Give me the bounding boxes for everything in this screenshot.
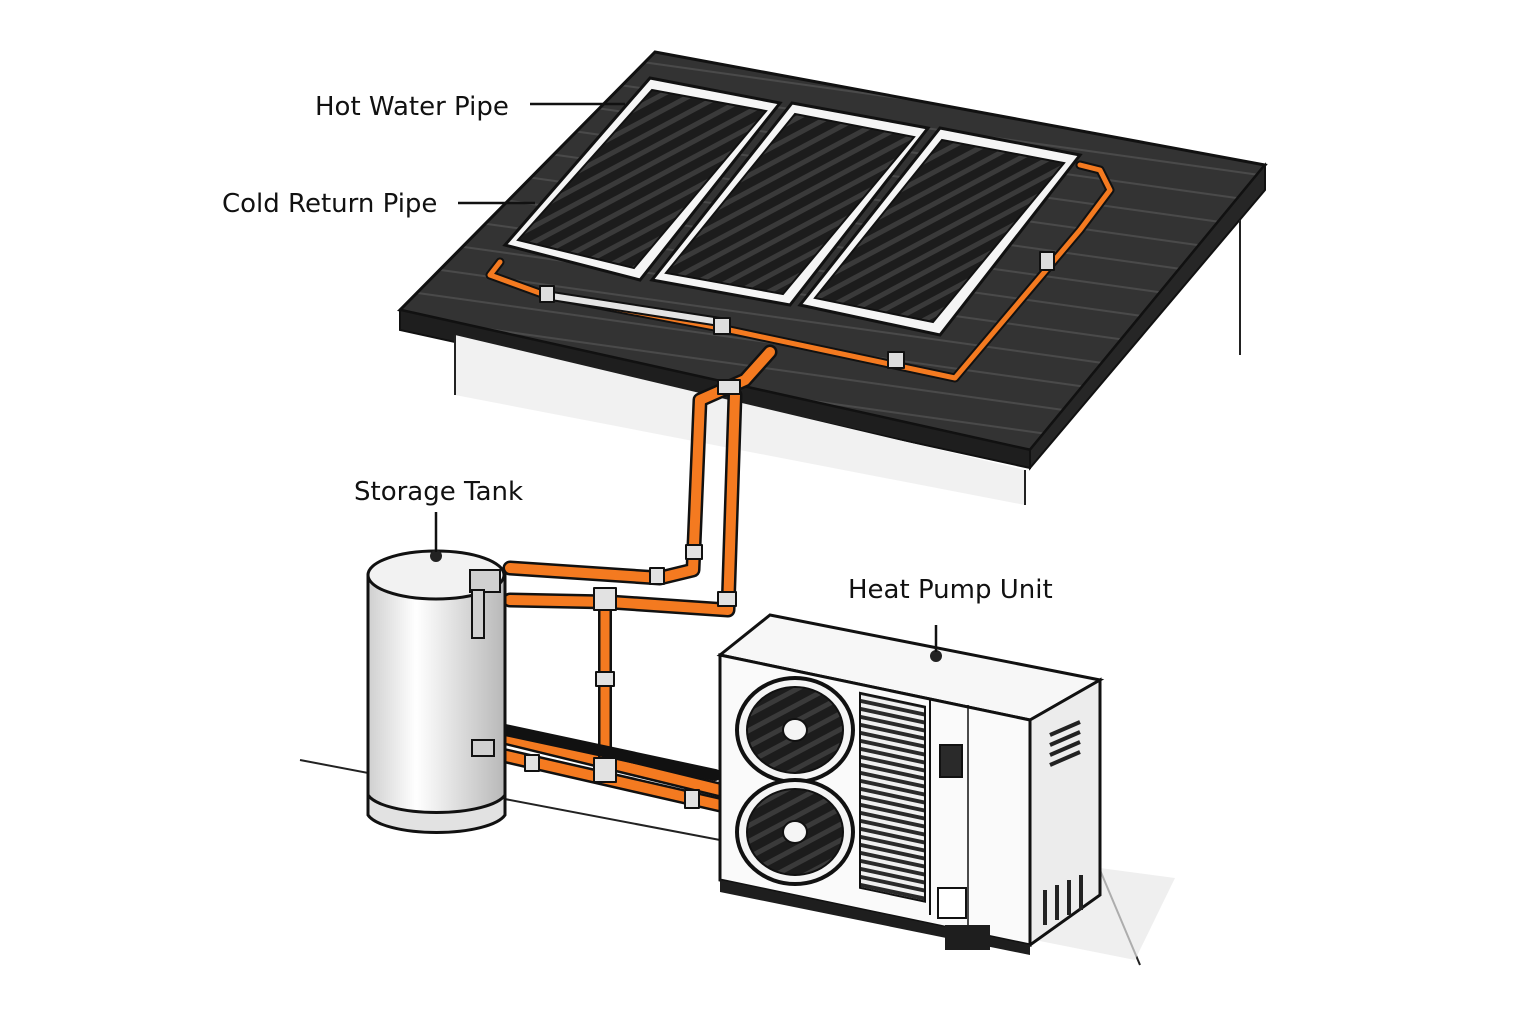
solar-panel-2: [649, 101, 931, 307]
fan-bottom-icon: [735, 778, 855, 886]
solar-panel-1: [502, 76, 783, 282]
solar-panel-3: [797, 126, 1083, 337]
cold-return-pipe-label: Cold Return Pipe: [222, 189, 437, 219]
heat-pump-unit-label: Heat Pump Unit: [848, 575, 1053, 605]
storage-tank: [366, 549, 507, 834]
roof-piping: [485, 160, 1115, 383]
heat-pump-unit: [716, 613, 1105, 955]
hot-water-pipe-label: Hot Water Pipe: [315, 92, 509, 122]
solar-collectors: [502, 76, 1083, 337]
fan-top-icon: [735, 676, 855, 784]
leader-lines: [434, 102, 938, 652]
storage-tank-label: Storage Tank: [354, 477, 523, 507]
